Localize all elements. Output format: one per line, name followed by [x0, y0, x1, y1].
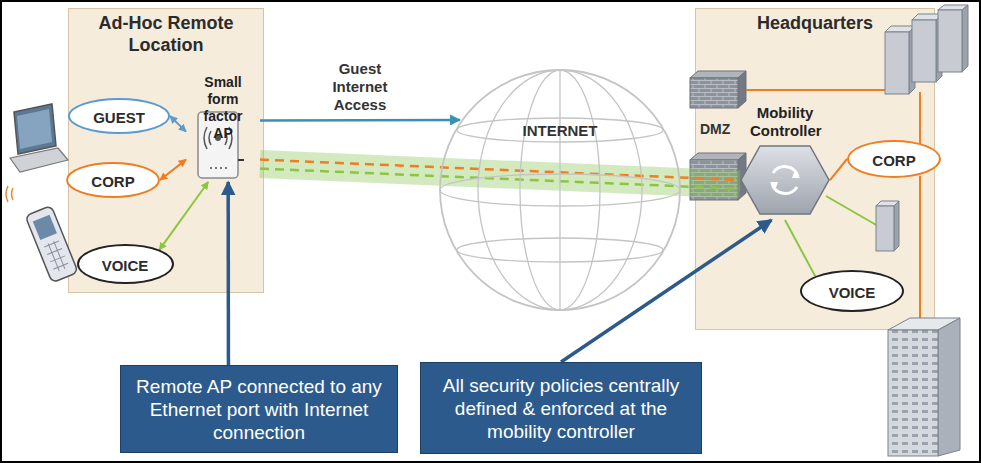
ap-device-part — [215, 135, 221, 141]
voice-server-part — [876, 206, 894, 251]
network-ellipse: VOICE — [77, 244, 174, 284]
server-towers-part — [885, 32, 909, 94]
laptop-icon-part — [14, 104, 56, 154]
firewall-upper-part — [690, 78, 738, 108]
phone-icon — [25, 205, 78, 282]
node-label: Small form factor AP — [186, 70, 260, 142]
callout-text: All security policies centrally defined … — [435, 374, 687, 443]
voice-wire — [826, 196, 878, 226]
laptop-icon-part — [17, 109, 52, 149]
controller-hexagon-part — [770, 170, 800, 190]
phone-icon-part — [25, 205, 78, 282]
hq-building-part — [888, 330, 938, 456]
globe-outline — [438, 68, 682, 312]
corp-wire-part — [919, 176, 921, 322]
server-towers-part — [962, 5, 968, 72]
connector — [561, 220, 772, 362]
panel-heading: Headquarters — [695, 8, 935, 34]
controller-hexagon-part — [772, 167, 798, 194]
connector — [785, 220, 815, 276]
laptop-icon-part — [6, 186, 13, 202]
connector — [226, 182, 230, 365]
tunnel-band — [260, 164, 740, 184]
firewall-upper-part — [738, 71, 746, 108]
callout-box: All security policies centrally defined … — [420, 362, 702, 454]
ap-device-part — [210, 167, 227, 169]
network-ellipse: CORP — [66, 162, 160, 198]
voice-server — [876, 201, 899, 251]
connector — [160, 160, 186, 180]
node-label: CORP — [81, 167, 144, 193]
edge-label: Guest Internet Access — [320, 60, 400, 114]
ap-device-part — [238, 159, 244, 161]
location-panel: HeadquartersMobility ControllerCORP VOICE — [695, 8, 935, 330]
node-label: CORP — [862, 146, 925, 172]
internet-globe: INTERNET — [438, 68, 682, 312]
globe-outline-part-part — [440, 70, 680, 310]
node-label: INTERNET — [438, 122, 682, 139]
globe-outline-part-part — [559, 70, 560, 310]
location-panel: Ad-Hoc Remote LocationGUEST CORP VOICE Smal… — [68, 8, 264, 293]
server-towers — [885, 5, 968, 94]
laptop-icon-part — [10, 148, 68, 172]
controller-hexagon-part — [741, 146, 829, 214]
hq-building — [888, 318, 960, 456]
callout-box: Remote AP connected to any Ethernet port… — [120, 365, 398, 453]
callout-text: Remote AP connected to any Ethernet port… — [135, 375, 383, 444]
network-ellipse: VOICE — [800, 270, 904, 312]
globe-outline-part-part — [520, 70, 600, 310]
network-ellipse: CORP — [847, 140, 941, 178]
node-label: GUEST — [83, 103, 155, 129]
server-towers-part — [912, 20, 936, 82]
corp-wire-part — [919, 92, 921, 146]
voice-server-part — [894, 201, 899, 251]
globe-outline-part — [440, 70, 680, 310]
node-label: Mobility Controller — [740, 100, 830, 140]
controller-hexagon — [740, 140, 830, 220]
firewall-upper-part — [690, 71, 746, 78]
ap-device-part — [198, 112, 238, 178]
phone-icon-part — [33, 215, 57, 240]
server-towers-part — [938, 10, 962, 72]
hq-building-part — [938, 318, 960, 456]
phone-icon-part — [43, 239, 69, 273]
globe-outline-part-part — [440, 174, 680, 206]
ap-device-part — [204, 127, 232, 149]
connector — [170, 116, 186, 132]
panel-heading: Ad-Hoc Remote Location — [68, 8, 264, 56]
zone-label: DMZ — [700, 121, 730, 137]
corp-wire-part — [746, 89, 890, 91]
globe-outline-part-part — [478, 70, 642, 310]
connector — [830, 159, 847, 180]
connector — [159, 182, 208, 250]
firewall-upper — [690, 71, 746, 108]
globe-outline-part-part — [457, 238, 663, 262]
node-label: VOICE — [819, 278, 886, 304]
access-point: Small form factor AP — [186, 70, 260, 182]
network-ellipse: GUEST — [68, 98, 170, 134]
connector — [260, 169, 740, 189]
laptop-icon — [6, 104, 68, 202]
node-label: VOICE — [92, 251, 159, 277]
mobility-controller: Mobility Controller — [740, 100, 830, 220]
firewall-lower-part — [690, 153, 746, 160]
connector — [260, 160, 740, 180]
panel-ground — [69, 9, 264, 293]
connector — [260, 119, 460, 122]
